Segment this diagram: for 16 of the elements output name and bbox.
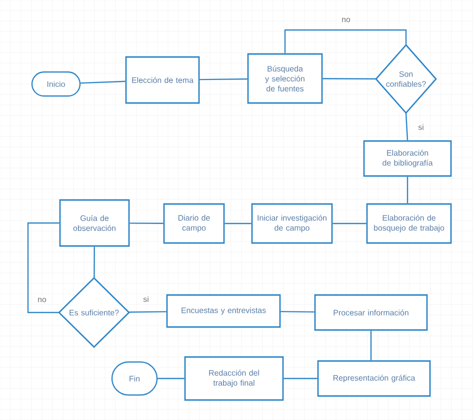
- connector: [322, 78, 376, 80]
- connector: [406, 176, 408, 204]
- connector: [284, 29, 407, 54]
- connector: [80, 80, 126, 84]
- connector: [280, 310, 314, 313]
- connector: [129, 311, 166, 313]
- connector: [224, 222, 252, 224]
- connector: [284, 378, 318, 380]
- connector: [200, 78, 248, 80]
- connector: [370, 330, 372, 360]
- connector: [332, 222, 366, 224]
- connector: [158, 378, 184, 380]
- connector: [130, 222, 164, 224]
- connector: [94, 246, 95, 278]
- connector: [27, 222, 60, 314]
- connector: [405, 113, 408, 140]
